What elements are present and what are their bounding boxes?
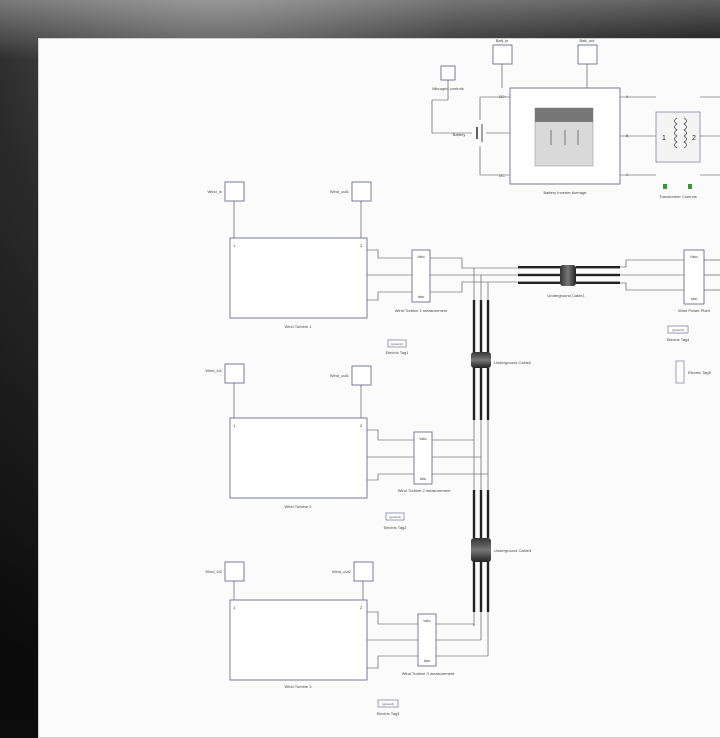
wind-in-block-2[interactable]: Wind_in1 (205, 363, 245, 384)
inverter-to-transformer-wires (620, 96, 720, 176)
goto-block-right[interactable]: [ground] Electric Tag4 (667, 325, 691, 342)
turbine1-power-wires (367, 249, 412, 301)
turbine2-signal-wires (233, 383, 362, 418)
meas-caption-1: Wind Turbine 1 measurement (395, 308, 448, 313)
turbine3-power-wires (367, 611, 488, 669)
battery-inverter-block[interactable]: DC+ DC- A B C Battery Inverter Average (499, 87, 629, 195)
svg-text:2: 2 (360, 605, 363, 610)
transformer-block[interactable]: 1 2 Transformer Controls (655, 111, 701, 199)
svg-text:Iabc: Iabc (418, 295, 425, 299)
goto-block-3[interactable]: [ground] Electric Tag3 (377, 699, 401, 716)
svg-text:Vabc: Vabc (423, 619, 431, 623)
wind-out-block-1[interactable]: Wind_out1 (330, 181, 372, 202)
svg-text:Vabc: Vabc (417, 255, 425, 259)
wind-turbine-3-block[interactable]: 1 2 Wind Turbine 3 (229, 599, 368, 689)
battery-symbol[interactable]: Battery (453, 124, 483, 142)
wind-out-block-2[interactable]: Wind_out1 (330, 365, 372, 386)
svg-text:2: 2 (360, 423, 363, 428)
wind-turbine-2-block[interactable]: 1 2 Wind Turbine 2 (229, 417, 368, 509)
wind-out-block-3[interactable]: Wind_out2 (332, 561, 374, 582)
svg-text:2: 2 (360, 243, 363, 248)
underground-cable-3[interactable]: Underground Cable3 (471, 490, 532, 612)
side-tag-block[interactable]: Electric Tag5 (675, 360, 712, 384)
electric-tag-right: Electric Tag4 (667, 337, 691, 342)
svg-text:1: 1 (233, 243, 236, 248)
battery-label: Battery (453, 132, 466, 137)
goto-block-2[interactable]: [ground] Electric Tag2 (384, 512, 408, 530)
svg-text:2: 2 (692, 135, 696, 142)
cable3-label: Underground Cable3 (494, 548, 532, 553)
svg-text:1: 1 (662, 135, 666, 142)
goto-block-1[interactable]: [ground] Electric Tag1 (386, 339, 410, 355)
inverter-caption: Battery Inverter Average (543, 190, 587, 195)
wind-in-label-1: Wind_in (208, 189, 222, 194)
goto-label-right: [ground] (672, 328, 683, 332)
svg-text:Iabc: Iabc (420, 477, 427, 481)
electric-tag-1: Electric Tag1 (386, 350, 410, 355)
batt-out-label: Batt_out (580, 38, 596, 43)
bus-bottom-wires (473, 612, 489, 656)
wind-out-label-2: Wind_out1 (330, 373, 350, 378)
wind-power-plant-block[interactable]: Vabc Iabc Wind Power Plant (678, 249, 720, 313)
turbine3-signal-wires (233, 581, 364, 600)
cable1-label: Underground Cable1 (547, 293, 585, 298)
turbine2-power-wires (367, 429, 488, 481)
electric-tag-2: Electric Tag2 (384, 525, 408, 530)
transformer-caption: Transformer Controls (659, 194, 697, 199)
bus-mid-wires (473, 420, 489, 490)
wind-in-block-1[interactable]: Wind_in (208, 181, 245, 202)
svg-text:Vabc: Vabc (419, 437, 427, 441)
cable1-to-power-point-wires (620, 259, 684, 291)
simulink-canvas[interactable]: Batt_in Batt_out Microgrid controls Batt… (38, 38, 720, 738)
wind-in-label-3: Wind_in2 (205, 569, 222, 574)
wind-out-label-1: Wind_out1 (330, 189, 350, 194)
svg-text:Iabc: Iabc (691, 297, 698, 301)
port-dc-pos: DC+ (499, 95, 506, 99)
measurement-block-3[interactable]: Vabc Iabc Wind Turbine 3 measurement (402, 613, 455, 676)
cable2-label: Underground Cable2 (494, 360, 532, 365)
turbine-caption-2: Wind Turbine 2 (285, 504, 313, 509)
batt-in-block[interactable]: Batt_in (492, 38, 513, 65)
turbine1-signal-wires (233, 201, 362, 238)
meas-caption-3: Wind Turbine 3 measurement (402, 671, 455, 676)
wind-in-label-2: Wind_in1 (205, 368, 222, 373)
top-signal-wires (431, 64, 588, 176)
side-tag-label: Electric Tag5 (688, 370, 712, 375)
underground-cable-2[interactable]: Underground Cable2 (471, 300, 532, 420)
inverter-image-top (535, 108, 593, 122)
meas-caption-2: Wind Turbine 2 measurement (398, 488, 451, 493)
turbine-caption-1: Wind Turbine 1 (285, 324, 313, 329)
svg-text:1: 1 (233, 423, 236, 428)
wind-in-block-3[interactable]: Wind_in2 (205, 561, 245, 582)
svg-text:Iabc: Iabc (424, 659, 431, 663)
svg-text:1: 1 (233, 605, 236, 610)
measurement-block-2[interactable]: Vabc Iabc Wind Turbine 2 measurement (398, 431, 451, 493)
block-diagram[interactable]: Batt_in Batt_out Microgrid controls Batt… (38, 38, 720, 738)
batt-in-label: Batt_in (496, 38, 508, 43)
power-point-caption: Wind Power Plant (678, 308, 711, 313)
port-dc-neg: DC- (499, 174, 506, 178)
measurement-block-1[interactable]: Vabc Iabc Wind Turbine 1 measurement (395, 249, 448, 313)
batt-out-block[interactable]: Batt_out (577, 38, 598, 65)
goto-label-3: [ground] (382, 702, 393, 706)
underground-cable-1[interactable]: Underground Cable1 (518, 265, 620, 298)
goto-label-1: [ground] (391, 342, 402, 346)
turbine-caption-3: Wind Turbine 3 (285, 684, 313, 689)
vertical-bus-wires (473, 268, 489, 300)
goto-label-2: [ground] (389, 515, 400, 519)
wind-turbine-1-block[interactable]: 1 2 Wind Turbine 1 (229, 237, 368, 329)
wind-out-label-3: Wind_out2 (332, 569, 352, 574)
svg-text:Vabc: Vabc (690, 255, 698, 259)
electric-tag-3: Electric Tag3 (377, 711, 401, 716)
